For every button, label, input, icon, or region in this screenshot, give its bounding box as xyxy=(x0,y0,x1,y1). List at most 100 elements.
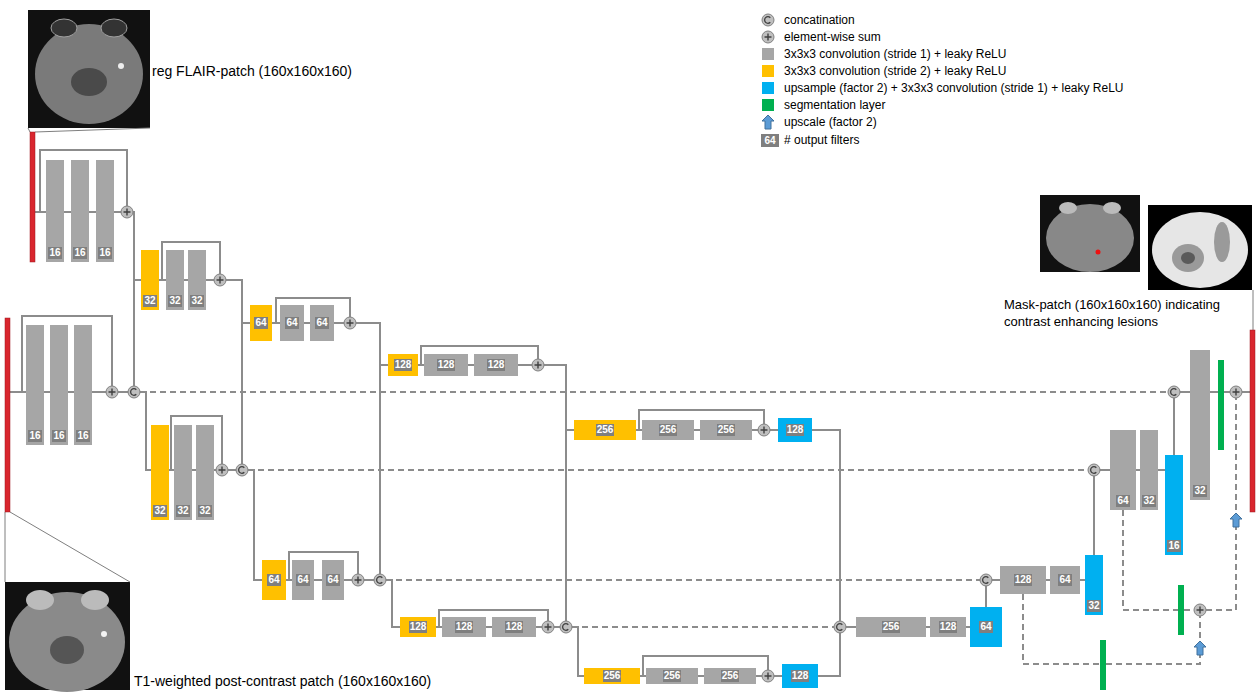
sum-cross xyxy=(219,467,226,474)
sum-symbol-circle xyxy=(352,574,364,586)
conv-block: 128 xyxy=(1000,566,1046,594)
leader-line xyxy=(35,128,150,132)
sum-symbol xyxy=(758,424,770,436)
concat-symbol-circle xyxy=(236,464,248,476)
concat-symbol-circle xyxy=(560,621,572,633)
sum-symbol-circle xyxy=(532,359,544,371)
lesion xyxy=(118,63,124,69)
sum-symbol xyxy=(542,621,554,633)
leader-line xyxy=(5,512,6,582)
sum-symbol-circle xyxy=(762,31,774,43)
sum-symbol-circle xyxy=(344,317,356,329)
filter-count: 64 xyxy=(315,317,328,329)
conv-block: 128 xyxy=(442,617,486,637)
filter-count: 256 xyxy=(663,670,682,682)
conv-block: 128 xyxy=(930,617,966,637)
strided-conv-block: 32 xyxy=(151,425,169,520)
skip-connection xyxy=(386,579,980,581)
sum-cross xyxy=(109,389,116,396)
filter-count: 128 xyxy=(394,359,413,371)
filter-count: 128 xyxy=(505,621,524,633)
sum-cross xyxy=(761,427,768,434)
filter-count: 64 xyxy=(267,574,280,586)
sum-cross xyxy=(545,624,552,631)
filter-count: 64 xyxy=(1058,574,1071,586)
sum-symbol xyxy=(216,464,228,476)
conv-block: 64 xyxy=(1110,430,1136,510)
concat-symbol-circle xyxy=(374,574,386,586)
filter-count: 32 xyxy=(168,295,181,307)
connector xyxy=(334,323,388,365)
concat-mark xyxy=(563,624,569,631)
filter-count: 128 xyxy=(455,621,474,633)
legend-text: segmentation layer xyxy=(784,97,885,113)
connector xyxy=(206,280,250,323)
tissue xyxy=(1214,222,1230,262)
skip-connection xyxy=(572,626,834,628)
filter-count: 128 xyxy=(1014,574,1033,586)
concat-symbol-circle xyxy=(834,621,846,633)
conv-block: 64 xyxy=(280,305,304,341)
filter-count: 32 xyxy=(190,295,203,307)
conv-block: 32 xyxy=(174,425,192,520)
lesion xyxy=(101,631,107,637)
sum-symbol xyxy=(762,31,774,43)
concat-symbol xyxy=(762,14,774,26)
wire xyxy=(1224,391,1230,393)
connector xyxy=(518,365,574,430)
upsample-block: 16 xyxy=(1165,455,1183,555)
conv-block: 16 xyxy=(74,325,92,445)
filter-count: 16 xyxy=(98,247,111,259)
sum-symbol-circle xyxy=(216,464,228,476)
concat-symbol xyxy=(1168,386,1180,398)
connector xyxy=(344,580,400,627)
filter-count: 64 xyxy=(979,621,992,633)
sum-symbol xyxy=(762,670,774,682)
filter-count: 256 xyxy=(659,424,678,436)
concat-mark xyxy=(377,577,383,584)
upscale-arrow xyxy=(1230,513,1242,527)
conv-block: 16 xyxy=(96,160,114,262)
connector xyxy=(64,211,71,213)
conv-block: 32 xyxy=(166,250,184,310)
eye xyxy=(1059,202,1077,214)
concat-mark xyxy=(1091,467,1097,474)
conv-block: 64 xyxy=(292,560,314,600)
sum-symbol-circle xyxy=(542,621,554,633)
legend-text: upsample (factor 2) + 3x3x3 convolution … xyxy=(784,80,1124,96)
sum-symbol-circle xyxy=(758,424,770,436)
filter-count: 16 xyxy=(76,430,89,442)
filter-count: 64 xyxy=(326,574,339,586)
sum-symbol xyxy=(214,274,226,286)
sum-symbol xyxy=(121,206,133,218)
concat-mark xyxy=(837,624,843,631)
connector xyxy=(92,392,151,470)
upsample-block: 64 xyxy=(970,607,1002,647)
concat-symbol xyxy=(236,464,248,476)
connector xyxy=(159,279,166,281)
concat-symbol xyxy=(374,574,386,586)
strided-conv-block: 128 xyxy=(400,617,436,637)
conv-block: 256 xyxy=(642,420,694,440)
legend-swatch xyxy=(762,99,774,111)
legend-text: upscale (factor 2) xyxy=(784,114,877,130)
concat-symbol-circle xyxy=(762,14,774,26)
upsample-block: 128 xyxy=(782,664,818,688)
conv-block: 64 xyxy=(1050,566,1080,594)
concat-symbol-circle xyxy=(1168,386,1180,398)
conv-block: 256 xyxy=(700,420,752,440)
filter-count: 32 xyxy=(153,505,166,517)
legend-upscale-arrow xyxy=(762,115,774,129)
filter-count: 128 xyxy=(487,359,506,371)
wire xyxy=(10,391,26,393)
leader-line xyxy=(10,512,130,582)
sum-symbol-circle xyxy=(214,274,226,286)
upsample-block: 128 xyxy=(778,418,812,442)
input-label: reg FLAIR-patch (160x160x160) xyxy=(152,62,352,80)
deep-supervision xyxy=(1106,616,1200,664)
legend-swatch xyxy=(762,65,774,77)
legend-text: 3x3x3 convolution (stride 1) + leaky ReL… xyxy=(784,46,1006,62)
concat-symbol-circle xyxy=(128,386,140,398)
filter-count: 64 xyxy=(254,317,267,329)
output-label: Mask-patch (160x160x160) indicating cont… xyxy=(1004,296,1248,330)
